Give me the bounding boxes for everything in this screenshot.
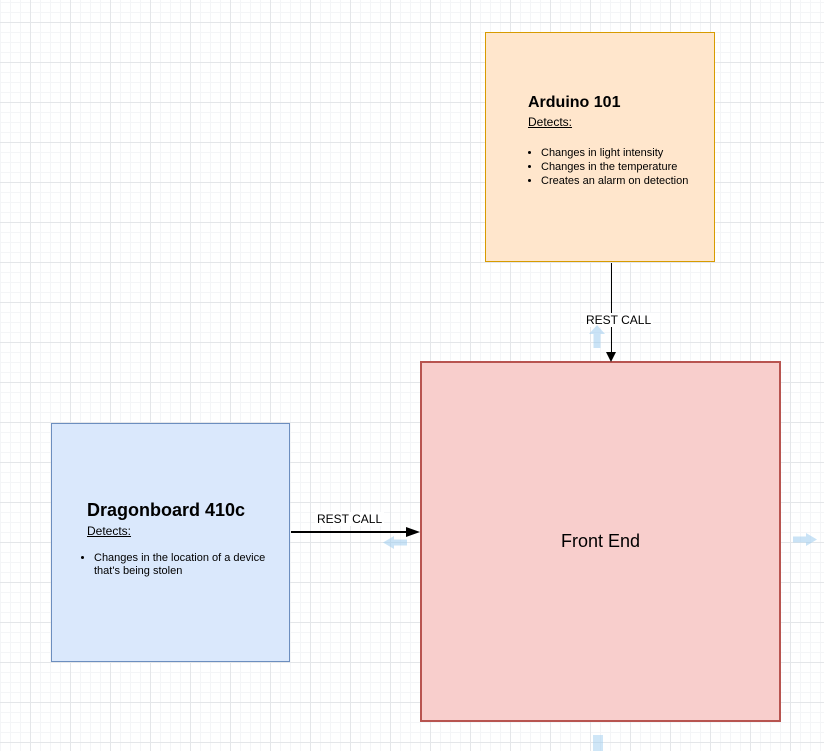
node-arduino-101[interactable]: Arduino 101 Detects: Changes in light in… bbox=[485, 32, 715, 262]
edge-arduino-to-frontend[interactable] bbox=[611, 263, 612, 353]
direction-hint-down-icon[interactable] bbox=[593, 735, 603, 751]
node-dragonboard-410c[interactable]: Dragonboard 410c Detects: Changes in the… bbox=[51, 423, 290, 662]
direction-hint-right-icon[interactable] bbox=[793, 533, 817, 546]
bullet-item: Changes in the temperature bbox=[541, 160, 704, 174]
node-title: Dragonboard 410c bbox=[87, 500, 246, 520]
edge-label-rest-call[interactable]: REST CALL bbox=[584, 313, 654, 327]
node-subtitle: Detects: bbox=[87, 524, 132, 538]
direction-hint-left-icon[interactable] bbox=[383, 536, 407, 549]
arrowhead-right-icon bbox=[406, 527, 420, 537]
node-title: Front End bbox=[560, 531, 641, 551]
node-front-end[interactable]: Front End bbox=[420, 361, 781, 722]
edge-dragonboard-to-frontend[interactable] bbox=[291, 531, 407, 533]
bullet-item: Changes in light intensity bbox=[541, 146, 704, 160]
bullet-list: Changes in the location of a device that… bbox=[87, 552, 277, 578]
edge-label-rest-call[interactable]: REST CALL bbox=[315, 512, 385, 526]
node-title: Arduino 101 bbox=[528, 94, 621, 111]
bullet-list: Changes in light intensity Changes in th… bbox=[528, 146, 704, 188]
bullet-item: Changes in the location of a device that… bbox=[94, 552, 277, 578]
bullet-item: Creates an alarm on detection bbox=[541, 174, 704, 188]
arrowhead-down-icon bbox=[606, 352, 616, 362]
node-subtitle: Detects: bbox=[528, 115, 573, 129]
node-body: Arduino 101 Detects: Changes in light in… bbox=[486, 33, 714, 188]
direction-hint-up-icon[interactable] bbox=[589, 325, 605, 348]
node-body: Dragonboard 410c Detects: Changes in the… bbox=[52, 424, 289, 578]
